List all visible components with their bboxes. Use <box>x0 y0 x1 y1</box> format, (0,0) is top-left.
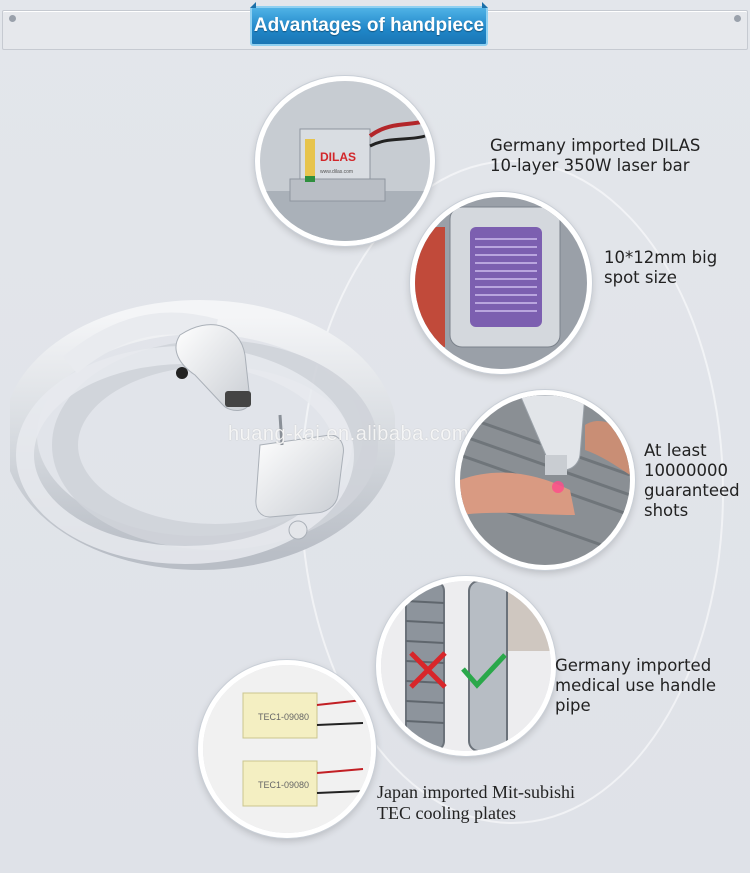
feature-1-line-2: 10-layer 350W laser bar <box>490 156 690 175</box>
dilas-laser-bar-image: DILAS www.dilas.com <box>255 76 435 246</box>
section-title: Advantages of handpiece <box>250 6 488 46</box>
feature-caption-2: 10*12mm big spot size <box>604 248 717 288</box>
feature-5-line-2: TEC cooling plates <box>377 803 516 823</box>
watermark-text: huang-kai.en.alibaba.com <box>228 423 470 445</box>
dilas-url: www.dilas.com <box>320 169 353 175</box>
cross-icon <box>409 651 447 689</box>
feature-4-line-1: Germany imported <box>555 656 712 675</box>
tec-label-top: TEC1-09080 <box>258 712 309 722</box>
feature-caption-4: Germany imported medical use handle pipe <box>555 656 716 716</box>
feature-3-line-1: At least <box>644 441 707 460</box>
feature-2-line-1: 10*12mm big <box>604 248 718 267</box>
feature-caption-5: Japan imported Mit-subishi TEC cooling p… <box>377 782 575 824</box>
screw-left-icon <box>9 15 16 22</box>
handle-pipe-image <box>376 576 556 756</box>
feature-3-line-4: shots <box>644 501 689 520</box>
feature-3-line-2: 10000000 <box>644 461 728 480</box>
dilas-logo: DILAS <box>320 150 356 164</box>
feature-1-line-1: Germany imported DILAS <box>490 136 701 155</box>
handpiece-product-image <box>3 295 397 575</box>
feature-5-line-1: Japan imported Mit-subishi <box>377 782 575 802</box>
tec-label-bottom: TEC1-09080 <box>258 780 309 790</box>
spot-size-image <box>410 192 592 374</box>
feature-caption-3: At least 10000000 guaranteed shots <box>644 441 740 521</box>
tec-cooling-plates-image: TEC1-09080 TEC1-09080 <box>198 660 376 838</box>
check-icon <box>461 653 507 689</box>
feature-4-line-3: pipe <box>555 696 591 715</box>
screw-right-icon <box>734 15 741 22</box>
feature-4-line-2: medical use handle <box>555 676 716 695</box>
feature-3-line-3: guaranteed <box>644 481 740 500</box>
feature-2-line-2: spot size <box>604 268 677 287</box>
treatment-shots-image <box>455 390 635 570</box>
feature-caption-1: Germany imported DILAS 10-layer 350W las… <box>490 136 700 176</box>
